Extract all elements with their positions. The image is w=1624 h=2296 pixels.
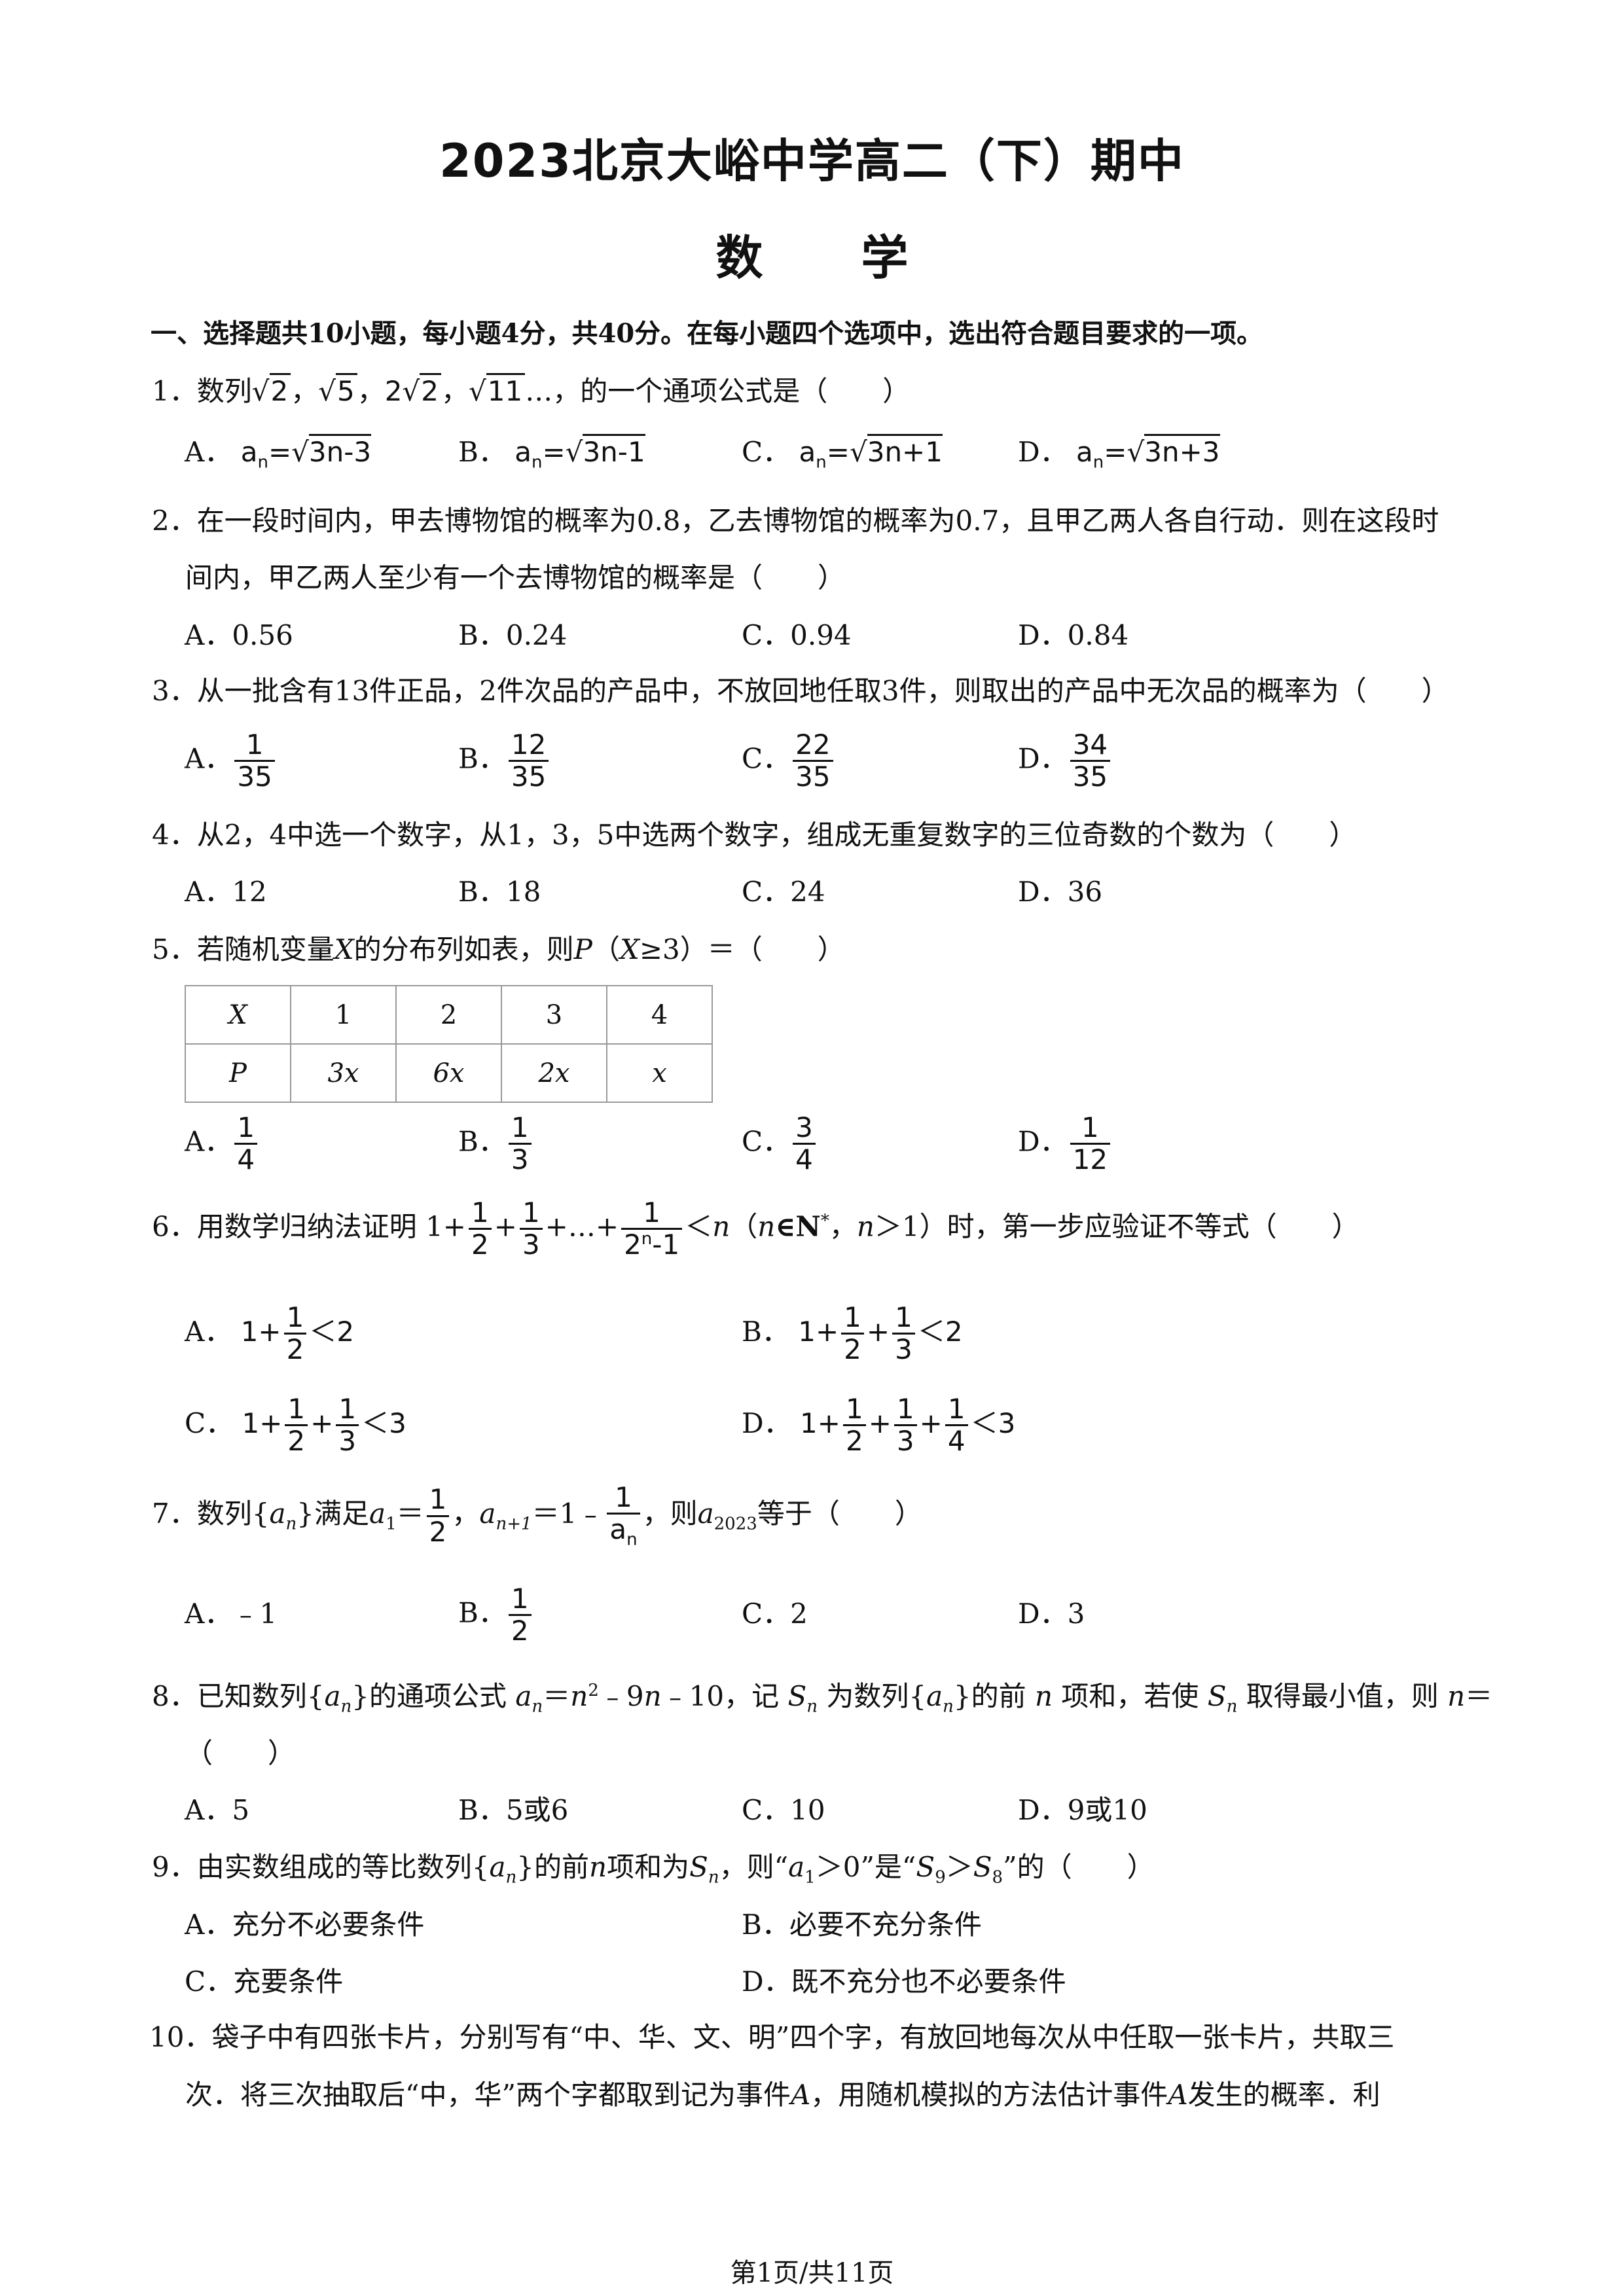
page-title: 2023北京大峪中学高二（下）期中 — [439, 134, 1185, 188]
q1-option-c[interactable]: C． an=√3n+1 — [742, 434, 943, 471]
table-cell: 3x — [290, 1043, 397, 1103]
q2-option-b[interactable]: B．0.24 — [458, 619, 568, 651]
table-cell: 3 — [501, 985, 607, 1045]
table-cell: 1 — [290, 985, 397, 1045]
question-2-line-2: 间内，甲乙两人至少有一个去博物馆的概率是（ ） — [185, 562, 846, 594]
q4-option-c[interactable]: C．24 — [742, 876, 825, 908]
table-cell: 4 — [606, 985, 713, 1045]
table-row: X 1 2 3 4 — [185, 985, 713, 1045]
question-3: 3．从一批含有13件正品，2件次品的产品中，不放回地任取3件，则取出的产品中无次… — [152, 675, 1449, 707]
question-2: 2．在一段时间内，甲去博物馆的概率为0.8，乙去博物馆的概率为0.7，且甲乙两人… — [152, 505, 1439, 537]
q7-option-a[interactable]: A．﹣1 — [185, 1598, 278, 1630]
q7-option-d[interactable]: D．3 — [1018, 1598, 1085, 1630]
q4-option-b[interactable]: B．18 — [458, 876, 541, 908]
q1-option-b[interactable]: B． an=√3n-1 — [458, 434, 645, 471]
table-cell: 2 — [395, 985, 502, 1045]
question-5: 5．若随机变量X的分布列如表，则P（X≥3）＝（ ） — [152, 933, 845, 965]
q4-option-a[interactable]: A．12 — [185, 876, 267, 908]
q7-option-c[interactable]: C．2 — [742, 1598, 808, 1630]
q1-option-d[interactable]: D． an=√3n+3 — [1018, 434, 1220, 471]
q2-option-a[interactable]: A．0.56 — [185, 619, 293, 651]
q8-option-a[interactable]: A．5 — [185, 1794, 250, 1826]
table-cell: X — [185, 985, 291, 1045]
question-8: 8．已知数列{an}的通项公式 an＝n2﹣9n﹣10，记 Sn 为数列{an}… — [152, 1680, 1493, 1717]
q9-option-b[interactable]: B．必要不充分条件 — [742, 1909, 982, 1941]
table-cell: x — [606, 1043, 713, 1103]
q4-option-d[interactable]: D．36 — [1018, 876, 1103, 908]
question-number: 1． — [152, 375, 197, 407]
subject-title: 数学 — [715, 230, 1007, 285]
question-8-line-2: （ ） — [185, 1737, 296, 1769]
table-row: P 3x 6x 2x x — [185, 1043, 713, 1103]
q2-option-c[interactable]: C．0.94 — [742, 619, 852, 651]
table-cell: 6x — [395, 1043, 502, 1103]
q9-option-c[interactable]: C．充要条件 — [185, 1965, 344, 1998]
question-1: 1．数列√2，√5，2√2，√11…，的一个通项公式是（ ） — [152, 373, 910, 407]
q8-option-d[interactable]: D．9或10 — [1018, 1794, 1147, 1826]
table-cell: P — [185, 1043, 291, 1103]
table-cell: 2x — [501, 1043, 607, 1103]
q9-option-d[interactable]: D．既不充分也不必要条件 — [742, 1965, 1066, 1998]
q8-option-c[interactable]: C．10 — [742, 1794, 825, 1826]
distribution-table: X 1 2 3 4 P 3x 6x 2x x — [185, 985, 713, 1103]
section-heading: 一、选择题共10小题，每小题4分，共40分。在每小题四个选项中，选出符合题目要求… — [151, 318, 1263, 349]
question-10-line-2: 次．将三次抽取后“中，华”两个字都取到记为事件A，用随机模拟的方法估计事件A发生… — [185, 2079, 1380, 2111]
page-footer: 第1页/共11页 — [730, 2258, 894, 2288]
q9-option-a[interactable]: A．充分不必要条件 — [185, 1909, 425, 1941]
q2-option-d[interactable]: D．0.84 — [1018, 619, 1129, 651]
q1-option-a[interactable]: A． an=√3n-3 — [185, 434, 372, 471]
q8-option-b[interactable]: B．5或6 — [458, 1794, 569, 1826]
question-10: 10．袋子中有四张卡片，分别写有“中、华、文、明”四个字，有放回地每次从中任取一… — [149, 2021, 1395, 2053]
question-4: 4．从2，4中选一个数字，从1，3，5中选两个数字，组成无重复数字的三位奇数的个… — [152, 819, 1357, 851]
question-9: 9．由实数组成的等比数列{an}的前n项和为Sn，则“a1＞0”是“S9＞S8”… — [152, 1851, 1155, 1888]
